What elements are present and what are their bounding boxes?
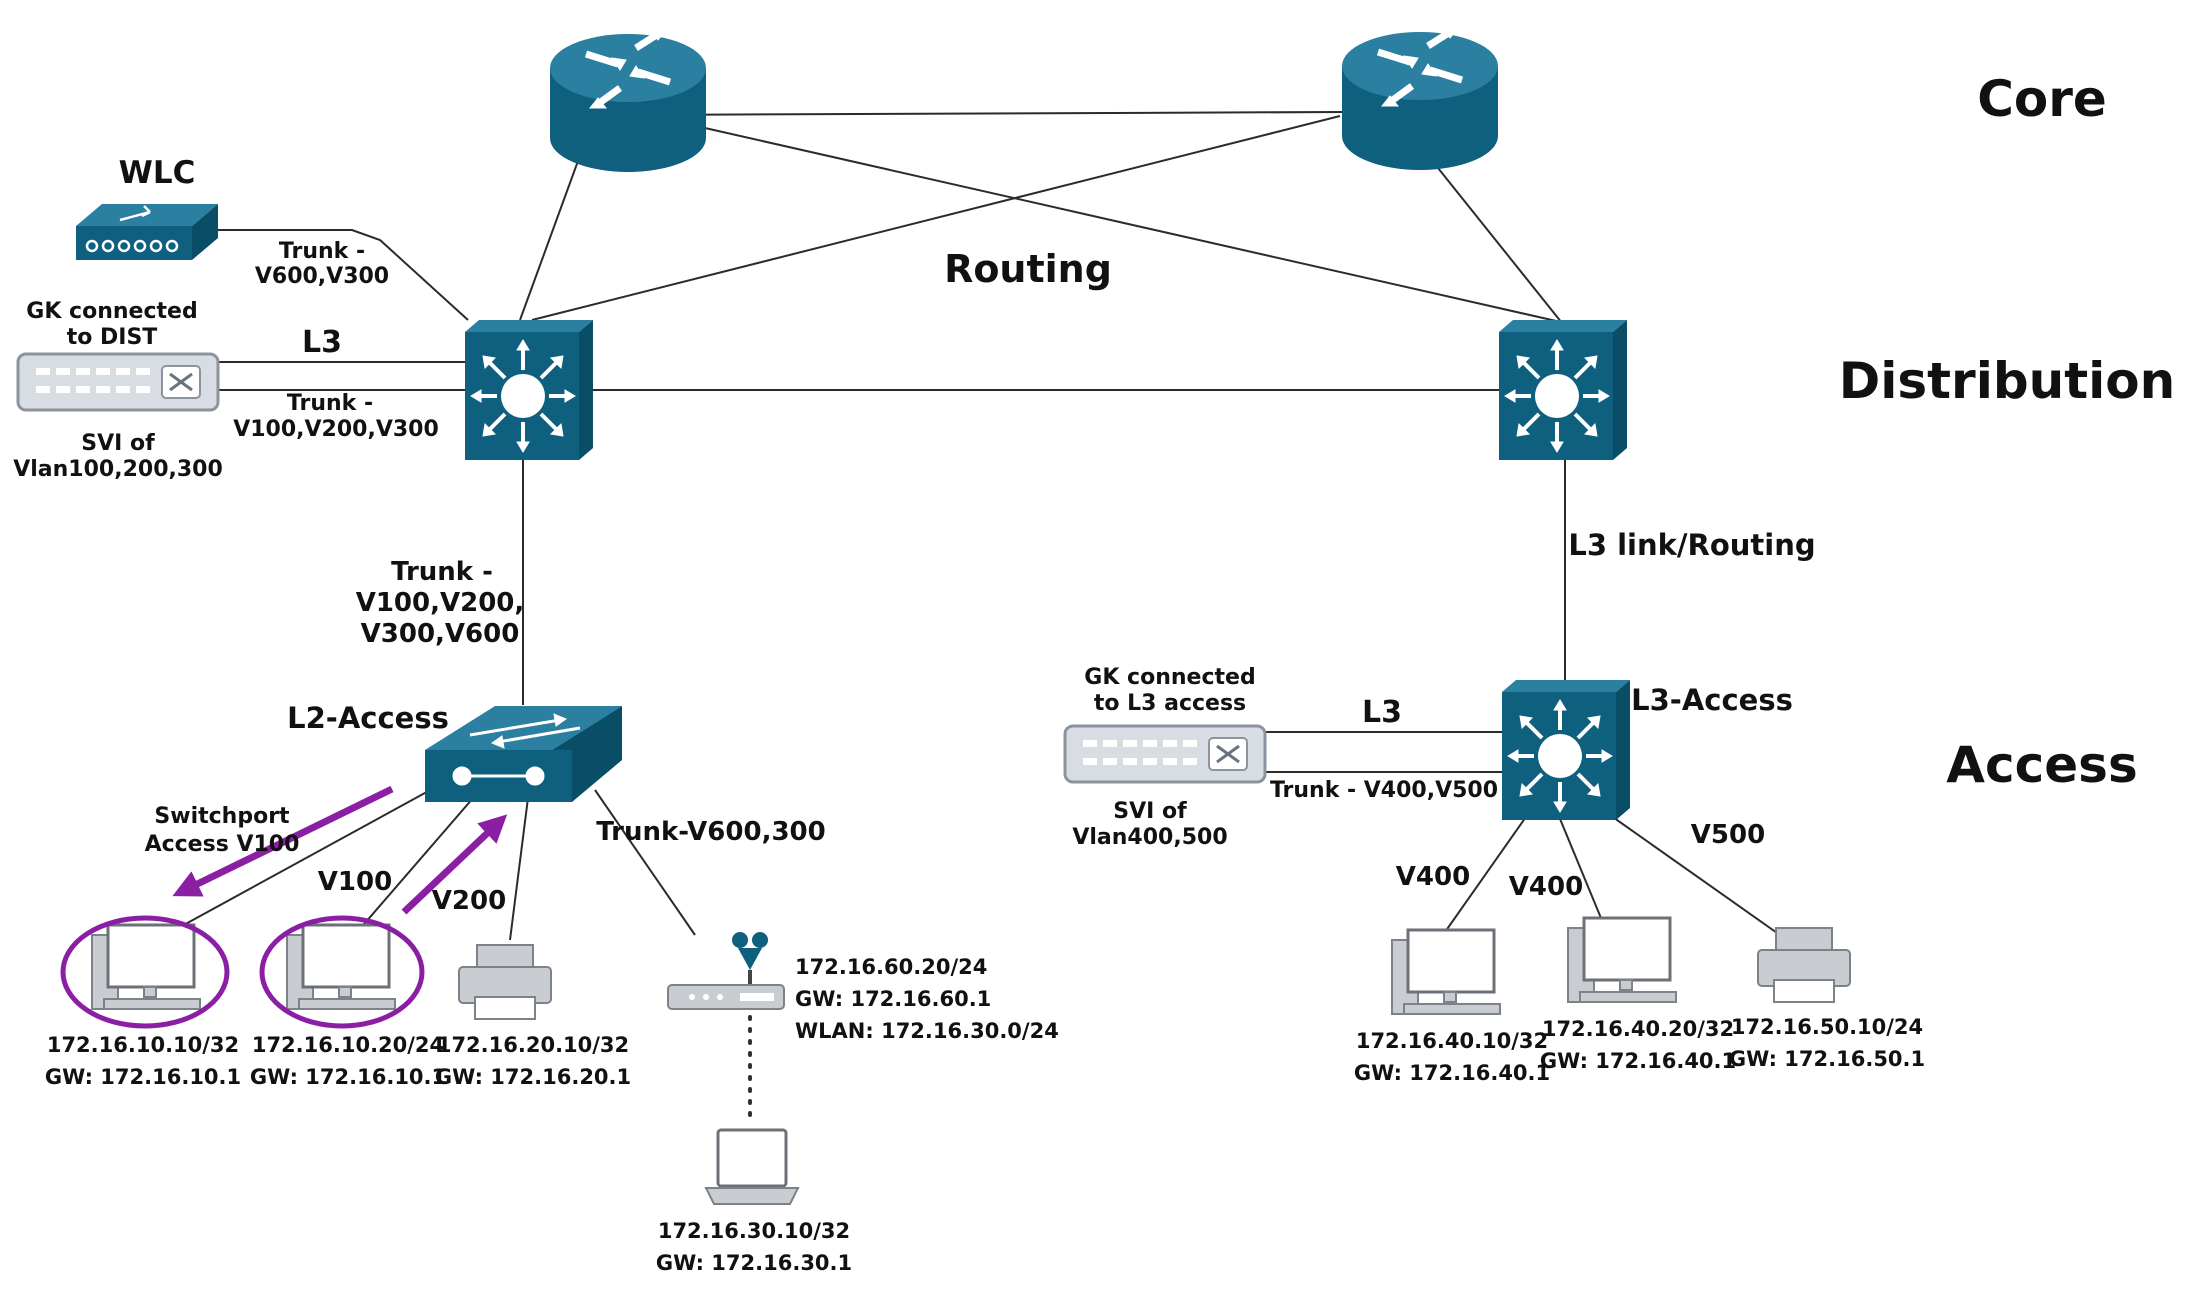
core-router-right-icon [1342,28,1498,170]
printer1-gw: GW: 172.16.20.1 [435,1065,631,1089]
printer1-icon [458,944,552,1020]
pc1-ip: 172.16.10.10/32 [47,1033,239,1057]
pc1-gw: GW: 172.16.10.1 [45,1065,241,1089]
tier-distribution-label: Distribution [1839,352,2175,410]
wlc-icon [76,204,218,260]
l3-acc-label: L3 [1362,695,1402,730]
svi-l3-line1: SVI of [1113,799,1187,824]
pc2-icon [285,923,397,1011]
pc2-gw: GW: 172.16.10.1 [250,1065,446,1089]
pc3-ip: 172.16.40.10/32 [1356,1029,1548,1053]
tier-access-label: Access [1946,736,2137,794]
switchport-line2: Access V100 [145,832,300,857]
routing-label: Routing [944,247,1112,291]
v100-label: V100 [318,867,392,897]
trunk-wlc-line2: V600,V300 [255,264,389,289]
pc1-icon [90,923,202,1011]
trunk-ap-label: Trunk-V600,300 [596,817,825,847]
ap-gw: GW: 172.16.60.1 [795,987,991,1011]
trunk-wlc-line1: Trunk - [279,239,365,264]
access-point-icon [667,932,785,1010]
l3-link-routing-label: L3 link/Routing [1568,528,1815,562]
gk-dist-title-line1: GK connected [26,299,197,324]
trunk-dist-access-line3: V300,V600 [361,619,520,649]
svi-l3-line2: Vlan400,500 [1072,825,1227,850]
core-router-left-icon [550,30,706,172]
printer2-gw: GW: 172.16.50.1 [1729,1047,1925,1071]
printer2-ip: 172.16.50.10/24 [1731,1015,1923,1039]
v200-label: V200 [432,886,506,916]
trunk-gk-dist-line2: V100,V200,V300 [233,417,439,442]
dist-switch-left-icon [463,318,595,462]
svi-dist-line1: SVI of [81,431,155,456]
l3-access-label: L3-Access [1631,683,1793,717]
gk-l3-title-line2: to L3 access [1094,691,1246,716]
trunk-dist-access-line1: Trunk - [391,557,493,587]
gk-l3-title-line1: GK connected [1084,665,1255,690]
v400-a-label: V400 [1396,862,1470,892]
switchport-line1: Switchport [154,804,290,829]
wlc-label: WLC [119,155,196,191]
v400-b-label: V400 [1509,872,1583,902]
laptop-gw: GW: 172.16.30.1 [656,1251,852,1275]
pc3-gw: GW: 172.16.40.1 [1354,1061,1550,1085]
l2-access-switch-icon [425,706,622,802]
pc3-icon [1390,928,1502,1016]
l3-dist-label: L3 [302,325,342,360]
ap-wlan: WLAN: 172.16.30.0/24 [795,1019,1059,1043]
l2-access-label: L2-Access [287,701,449,735]
pc4-gw: GW: 172.16.40.1 [1540,1049,1736,1073]
l3-access-switch-icon [1500,678,1632,822]
v500-label: V500 [1691,820,1765,850]
links [159,111,1781,1127]
pc4-icon [1566,916,1678,1004]
gk-l3-access-icon [1063,724,1267,784]
gk-dist-icon [16,352,220,412]
trunk-gk-dist-line1: Trunk - [287,391,373,416]
printer2-icon [1757,927,1851,1003]
printer1-ip: 172.16.20.10/32 [437,1033,629,1057]
dist-switch-right-icon [1497,318,1629,462]
trunk-gk-l3-label: Trunk - V400,V500 [1270,778,1498,803]
ap-ip: 172.16.60.20/24 [795,955,987,979]
svi-dist-line2: Vlan100,200,300 [13,457,223,482]
pc2-ip: 172.16.10.20/24 [252,1033,444,1057]
tier-core-label: Core [1977,70,2107,128]
trunk-dist-access-line2: V100,V200, [356,588,525,618]
laptop-ip: 172.16.30.10/32 [658,1219,850,1243]
laptop-icon [704,1128,800,1205]
highlight-annotations [60,785,508,1029]
gk-dist-title-line2: to DIST [67,325,158,350]
pc4-ip: 172.16.40.20/32 [1542,1017,1734,1041]
